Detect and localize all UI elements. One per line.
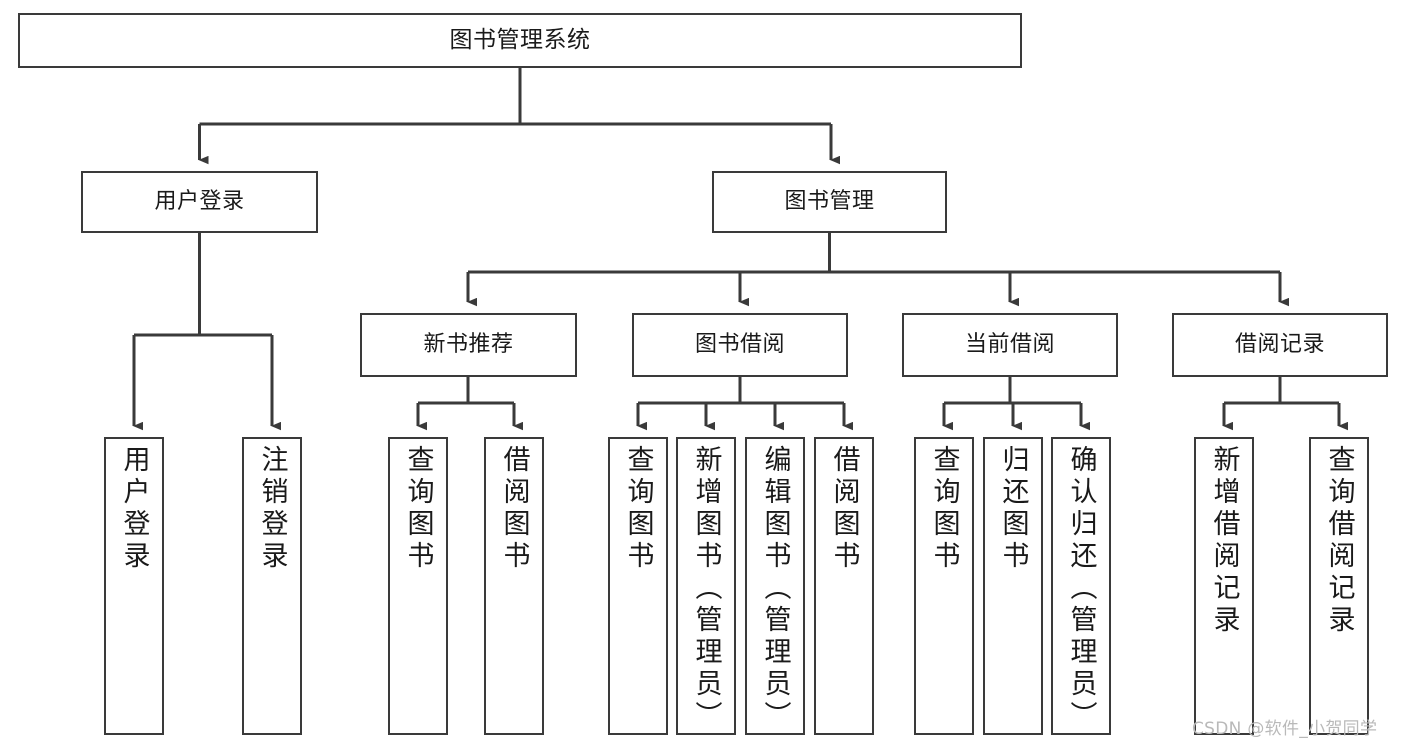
node-root-label: 图书管理系统 (449, 26, 591, 53)
node-leaf-label: 注销登录 (256, 445, 288, 573)
node-leaf-return-book[interactable]: 归还图书 (983, 437, 1043, 735)
node-leaf-edit-book-admin[interactable]: 编辑图书（管理员） (745, 437, 805, 735)
node-leaf-label: 用户登录 (118, 445, 150, 573)
node-leaf-borrow-books-recommend[interactable]: 借阅图书 (484, 437, 544, 735)
node-leaf-user-login[interactable]: 用户登录 (104, 437, 164, 735)
node-leaf-query-books-current[interactable]: 查询图书 (914, 437, 974, 735)
node-leaf-confirm-return-admin[interactable]: 确认归还（管理员） (1051, 437, 1111, 735)
node-book-borrow-label: 图书借阅 (694, 332, 785, 358)
node-current-borrow-label: 当前借阅 (964, 332, 1055, 358)
node-leaf-query-books-recommend[interactable]: 查询图书 (388, 437, 448, 735)
node-new-book-recommend[interactable]: 新书推荐 (360, 313, 577, 377)
node-leaf-label: 查询图书 (928, 445, 960, 573)
node-leaf-label: 借阅图书 (498, 445, 530, 573)
node-leaf-borrow-book[interactable]: 借阅图书 (814, 437, 874, 735)
node-leaf-label: 归还图书 (997, 445, 1029, 573)
node-leaf-add-book-admin[interactable]: 新增图书（管理员） (676, 437, 736, 735)
node-user-login[interactable]: 用户登录 (81, 171, 318, 233)
node-book-management[interactable]: 图书管理 (712, 171, 947, 233)
node-leaf-label: 确认归还（管理员） (1065, 445, 1097, 733)
node-current-borrow[interactable]: 当前借阅 (902, 313, 1118, 377)
node-leaf-label: 借阅图书 (828, 445, 860, 573)
node-leaf-label: 新增图书（管理员） (690, 445, 722, 733)
node-borrow-records[interactable]: 借阅记录 (1172, 313, 1388, 377)
node-leaf-logout[interactable]: 注销登录 (242, 437, 302, 735)
node-new-book-recommend-label: 新书推荐 (423, 332, 514, 358)
node-leaf-label: 查询图书 (402, 445, 434, 573)
node-leaf-label: 新增借阅记录 (1208, 445, 1240, 637)
node-leaf-label: 查询借阅记录 (1323, 445, 1355, 637)
node-leaf-query-books-borrow[interactable]: 查询图书 (608, 437, 668, 735)
node-book-borrow[interactable]: 图书借阅 (632, 313, 848, 377)
node-leaf-query-borrow-record[interactable]: 查询借阅记录 (1309, 437, 1369, 735)
node-borrow-records-label: 借阅记录 (1234, 332, 1325, 358)
node-user-login-label: 用户登录 (154, 189, 245, 215)
node-book-management-label: 图书管理 (784, 189, 875, 215)
node-leaf-add-borrow-record[interactable]: 新增借阅记录 (1194, 437, 1254, 735)
node-leaf-label: 编辑图书（管理员） (759, 445, 791, 733)
watermark-text: CSDN @软件_小贺同学 (1192, 719, 1378, 739)
node-root-system[interactable]: 图书管理系统 (18, 13, 1022, 68)
node-leaf-label: 查询图书 (622, 445, 654, 573)
